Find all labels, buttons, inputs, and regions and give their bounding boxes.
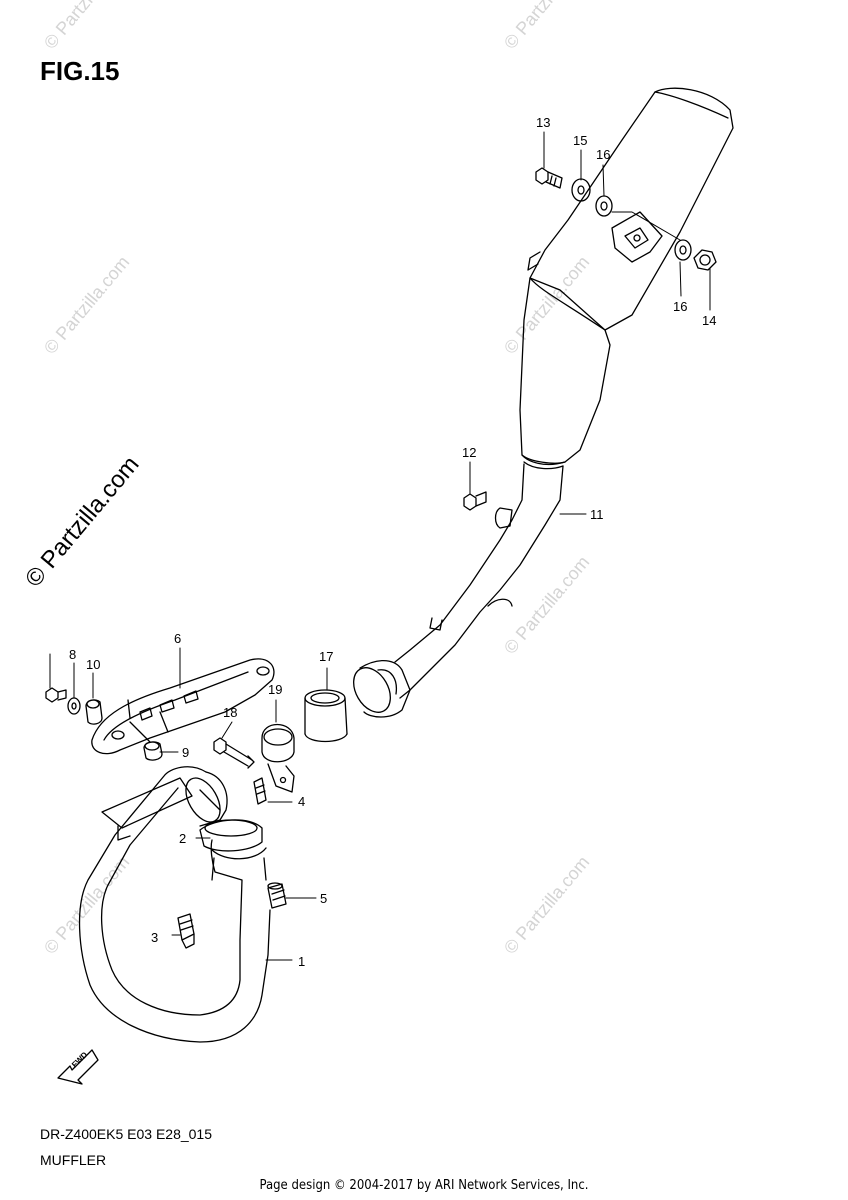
callout-10: 10 bbox=[86, 657, 100, 672]
callout-11: 11 bbox=[590, 507, 604, 522]
callout-3: 3 bbox=[151, 930, 158, 945]
nut-5 bbox=[267, 882, 287, 909]
callout-19: 19 bbox=[268, 682, 282, 697]
bolt-13 bbox=[535, 167, 563, 189]
callout-6: 6 bbox=[174, 631, 181, 646]
callout-8: 8 bbox=[69, 647, 76, 662]
exhaust-head-pipe bbox=[78, 766, 271, 1043]
collar-10 bbox=[85, 699, 103, 725]
callout-2: 2 bbox=[179, 831, 186, 846]
pipe-clamp bbox=[261, 724, 295, 793]
leader-lines bbox=[49, 131, 711, 961]
callout-16-lower: 16 bbox=[673, 299, 687, 314]
washer-16-upper bbox=[595, 195, 613, 217]
callout-5: 5 bbox=[320, 891, 327, 906]
callout-13: 13 bbox=[536, 115, 550, 130]
bolt-18 bbox=[213, 737, 255, 769]
stud-3 bbox=[177, 913, 195, 949]
callout-14: 14 bbox=[702, 313, 716, 328]
washer-16-lower bbox=[674, 239, 692, 261]
washer-15 bbox=[571, 178, 591, 202]
figure-name: MUFFLER bbox=[40, 1152, 107, 1168]
forward-arrow-icon bbox=[57, 1049, 99, 1085]
figure-title: FIG.15 bbox=[40, 56, 120, 86]
callout-12: 12 bbox=[462, 445, 476, 460]
callout-labels: 1 2 3 4 5 6 8 9 10 11 12 13 14 15 16 16 … bbox=[69, 115, 716, 969]
bolt-8 bbox=[45, 687, 67, 703]
bolt-12 bbox=[463, 491, 487, 511]
pipe-sleeve bbox=[304, 689, 348, 743]
callout-1: 1 bbox=[298, 954, 305, 969]
nut-14 bbox=[693, 249, 717, 271]
callout-9: 9 bbox=[182, 745, 189, 760]
callout-18: 18 bbox=[223, 705, 237, 720]
callout-15: 15 bbox=[573, 133, 587, 148]
footer-copyright: Page design © 2004-2017 by ARI Network S… bbox=[259, 1178, 589, 1193]
washer-8 bbox=[67, 697, 81, 715]
connecting-pipe bbox=[353, 463, 564, 718]
model-code: DR-Z400EK5 E03 E28_015 bbox=[40, 1126, 212, 1142]
callout-17: 17 bbox=[319, 649, 333, 664]
stud-4 bbox=[253, 777, 267, 805]
callout-4: 4 bbox=[298, 794, 305, 809]
callout-16-upper: 16 bbox=[596, 147, 610, 162]
silencer-body bbox=[519, 87, 734, 470]
collar-9 bbox=[143, 741, 163, 761]
muffler-bracket bbox=[91, 658, 275, 755]
